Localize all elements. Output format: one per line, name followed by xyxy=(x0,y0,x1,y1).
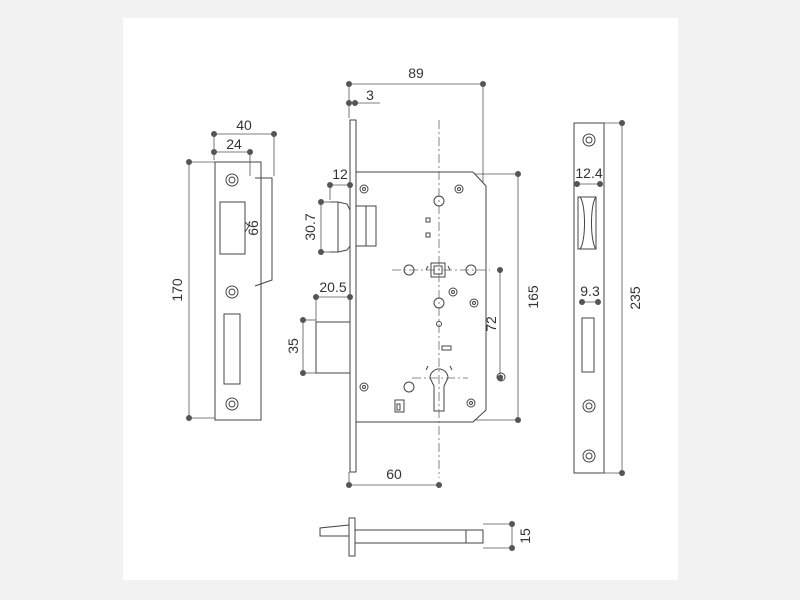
dim-profile-thickness: 15 xyxy=(483,521,533,551)
dim-faceplate-width: 12.4 xyxy=(574,165,603,187)
dim-strike-width: 40 xyxy=(211,117,277,176)
dim-lock-depth: 89 xyxy=(346,65,486,182)
strike-latch-opening xyxy=(219,201,246,255)
latch-bolt xyxy=(330,201,377,253)
label-strike-width: 40 xyxy=(236,117,252,133)
label-center-distance: 72 xyxy=(483,316,499,332)
lock-profile-bottom xyxy=(319,517,484,557)
strike-bolt-opening xyxy=(223,313,241,385)
label-faceplate-width: 12.4 xyxy=(575,165,602,181)
label-lock-depth: 89 xyxy=(408,65,424,81)
label-strike-inner: 24 xyxy=(226,136,242,152)
dim-bolt-projection: 20.5 xyxy=(313,279,353,322)
dim-faceplate-slot: 9.3 xyxy=(579,283,601,305)
label-bolt-height: 35 xyxy=(285,338,301,354)
dim-latch-height: 30.7 xyxy=(302,199,330,255)
label-latch-height: 30.7 xyxy=(302,213,318,240)
dead-bolt xyxy=(315,321,351,374)
faceplate-front xyxy=(573,122,605,474)
dim-backset: 60 xyxy=(346,466,442,488)
label-bolt-projection: 20.5 xyxy=(319,279,346,295)
label-strike-opening: 66 xyxy=(245,220,261,236)
dim-latch-projection: 12 xyxy=(327,166,353,200)
dim-center-distance: 72 xyxy=(483,267,503,381)
dim-strike-inner: 24 xyxy=(211,136,253,176)
label-faceplate-slot: 9.3 xyxy=(580,283,600,299)
faceplate-latch-window xyxy=(577,196,597,250)
label-faceplate-height: 235 xyxy=(627,286,643,310)
label-faceplate-thickness: 3 xyxy=(366,87,374,103)
label-profile-thickness: 15 xyxy=(517,528,533,544)
label-latch-projection: 12 xyxy=(332,166,348,182)
dim-faceplate-thickness: 3 xyxy=(346,87,380,106)
label-strike-height: 170 xyxy=(169,278,185,302)
lock-body xyxy=(356,171,506,423)
strike-plate xyxy=(214,161,273,421)
dim-strike-height: 170 xyxy=(169,159,215,421)
dim-bolt-height: 35 xyxy=(285,317,316,376)
dim-lock-body-height: 165 xyxy=(474,171,541,423)
label-lock-body-height: 165 xyxy=(525,285,541,309)
dim-faceplate-height: 235 xyxy=(604,120,643,476)
faceplate-bolt-window xyxy=(581,317,595,373)
label-backset: 60 xyxy=(386,466,402,482)
